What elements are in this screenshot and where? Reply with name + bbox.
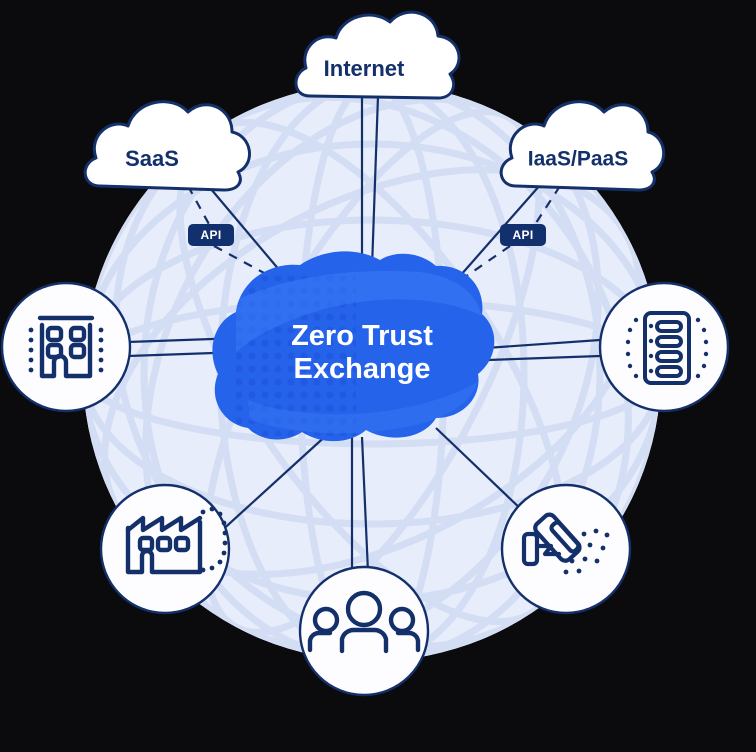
node-circle: [500, 483, 632, 615]
api-badge-saas[interactable]: API: [188, 224, 234, 246]
center-cloud[interactable]: Zero Trust Exchange: [212, 251, 495, 442]
center-cloud-line1: Zero Trust: [291, 320, 433, 352]
api-badge-iaas-paas[interactable]: API: [500, 224, 546, 246]
node-iaas-paas[interactable]: IaaS/PaaS: [499, 100, 666, 192]
cloud-icon: [294, 10, 461, 100]
api-badge-background: [188, 224, 234, 246]
factory-icon: [125, 506, 228, 575]
cloud-icon: [83, 100, 251, 192]
node-iot-ot[interactable]: [500, 483, 632, 615]
api-badge-label: API: [201, 228, 222, 242]
node-branch-office[interactable]: [0, 281, 132, 413]
node-circle: [0, 281, 132, 413]
node-users[interactable]: [298, 565, 430, 697]
connector-lines: [127, 95, 601, 573]
server-rack-icon: [625, 311, 709, 385]
center-cloud-line2: Exchange: [294, 353, 431, 385]
node-saas-label: SaaS: [125, 146, 179, 171]
node-iaas-paas-label: IaaS/PaaS: [528, 148, 628, 171]
office-building-icon: [28, 315, 104, 379]
cloud-icon: [499, 100, 666, 192]
node-internet[interactable]: Internet: [294, 10, 461, 100]
node-saas[interactable]: SaaS: [83, 100, 251, 192]
api-badge-label: API: [513, 228, 534, 242]
users-group-icon: [307, 590, 421, 654]
center-cloud-dot-pattern: [236, 271, 482, 436]
api-badge-background: [500, 224, 546, 246]
security-camera-icon: [521, 512, 610, 575]
node-data-center[interactable]: [598, 281, 730, 413]
node-internet-label: Internet: [324, 56, 405, 81]
node-factory[interactable]: [99, 483, 231, 615]
